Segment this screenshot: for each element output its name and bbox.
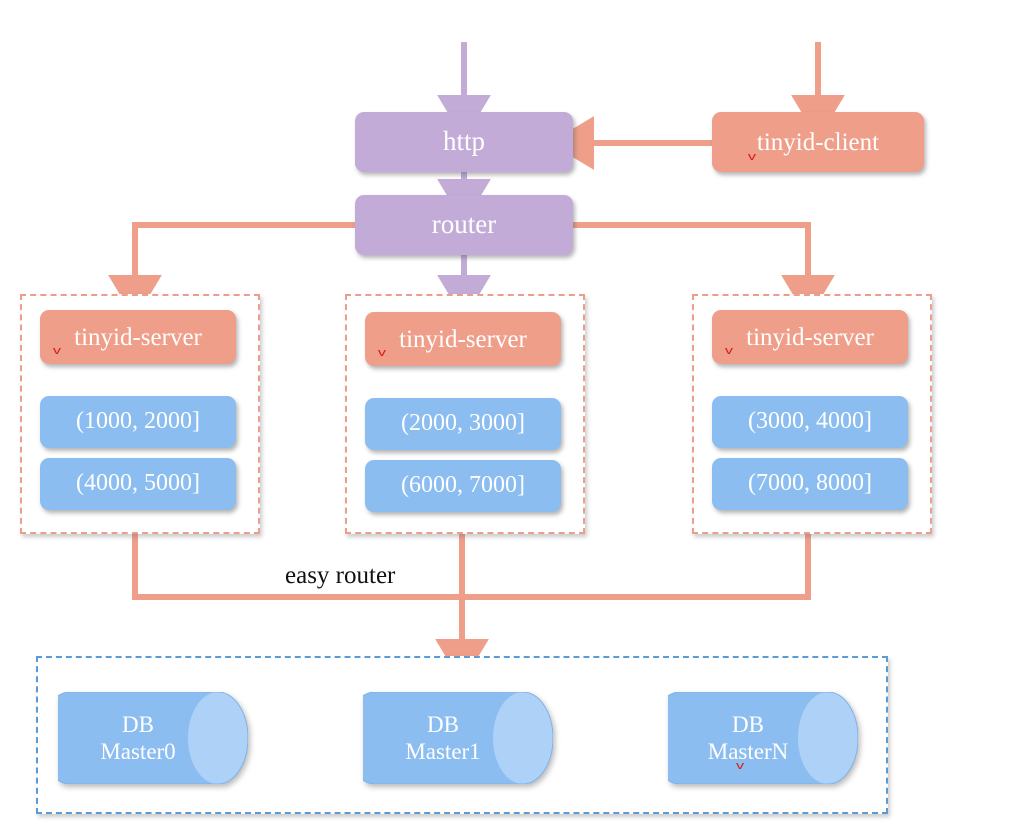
db-cylinder-0-line1: DB xyxy=(122,711,154,737)
server-group-3: tinyid-server (3000, 4000] (7000, 8000] xyxy=(692,294,932,534)
server-group-1-segment-2-label: (4000, 5000] xyxy=(76,470,200,497)
db-group: DB Master0 DB Master1 DB Mas xyxy=(36,656,888,814)
wire-router-to-server-group-3 xyxy=(573,222,835,320)
server-group-3-server[interactable]: tinyid-server xyxy=(712,310,908,364)
server-group-2: tinyid-server (2000, 3000] (6000, 7000] xyxy=(345,294,585,534)
db-cylinder-n-line2: MasterN xyxy=(707,739,789,764)
server-group-1: tinyid-server (1000, 2000] (4000, 5000] xyxy=(20,294,260,534)
server-group-1-segment-1[interactable]: (1000, 2000] xyxy=(40,396,236,448)
server-group-1-segment-2[interactable]: (4000, 5000] xyxy=(40,458,236,510)
server-group-2-segment-1-label: (2000, 3000] xyxy=(401,410,525,437)
server-group-3-segment-1-label: (3000, 4000] xyxy=(748,408,872,435)
server-group-1-segment-1-label: (1000, 2000] xyxy=(76,408,200,435)
node-router-label: router xyxy=(431,209,497,240)
db-cylinder-0-label: DB Master0 xyxy=(58,692,218,784)
node-http-label: http xyxy=(442,126,485,157)
db-cylinder-1[interactable]: DB Master1 xyxy=(363,692,553,784)
node-tinyid-client-label: tinyid-client xyxy=(756,128,880,156)
node-tinyid-client[interactable]: tinyid-client xyxy=(712,112,924,172)
db-cylinder-n-label: DB MasterN xyxy=(668,692,828,784)
db-cylinder-0[interactable]: DB Master0 xyxy=(58,692,248,784)
server-group-1-server-label: tinyid-server xyxy=(74,323,202,351)
db-cylinder-1-label: DB Master1 xyxy=(363,692,523,784)
server-group-3-segment-1[interactable]: (3000, 4000] xyxy=(712,396,908,448)
node-http[interactable]: http xyxy=(355,112,573,172)
server-group-3-server-label: tinyid-server xyxy=(746,323,874,351)
spellcheck-mark-icon xyxy=(736,762,747,770)
easy-router-label: easy router xyxy=(285,562,396,589)
db-cylinder-n[interactable]: DB MasterN xyxy=(668,692,858,784)
server-group-3-segment-2[interactable]: (7000, 8000] xyxy=(712,458,908,510)
spellcheck-mark-icon xyxy=(50,347,61,355)
node-router[interactable]: router xyxy=(355,195,573,255)
server-group-1-server[interactable]: tinyid-server xyxy=(40,310,236,364)
spellcheck-mark-icon xyxy=(745,153,756,161)
server-group-2-server[interactable]: tinyid-server xyxy=(365,312,561,366)
db-cylinder-1-line1: DB xyxy=(427,711,459,737)
server-group-2-segment-2-label: (6000, 7000] xyxy=(401,472,525,499)
spellcheck-mark-icon xyxy=(722,347,733,355)
db-cylinder-0-line2: Master0 xyxy=(100,739,176,764)
server-group-2-server-label: tinyid-server xyxy=(399,325,527,353)
db-cylinder-1-line2: Master1 xyxy=(405,739,481,764)
server-group-2-segment-2[interactable]: (6000, 7000] xyxy=(365,460,561,512)
wire-server-group-1-to-bus xyxy=(132,534,811,600)
server-group-2-segment-1[interactable]: (2000, 3000] xyxy=(365,398,561,450)
server-group-3-segment-2-label: (7000, 8000] xyxy=(748,470,872,497)
db-cylinder-n-line1: DB xyxy=(732,711,764,737)
spellcheck-mark-icon xyxy=(375,349,386,357)
wire-router-to-server-group-1 xyxy=(108,222,355,320)
